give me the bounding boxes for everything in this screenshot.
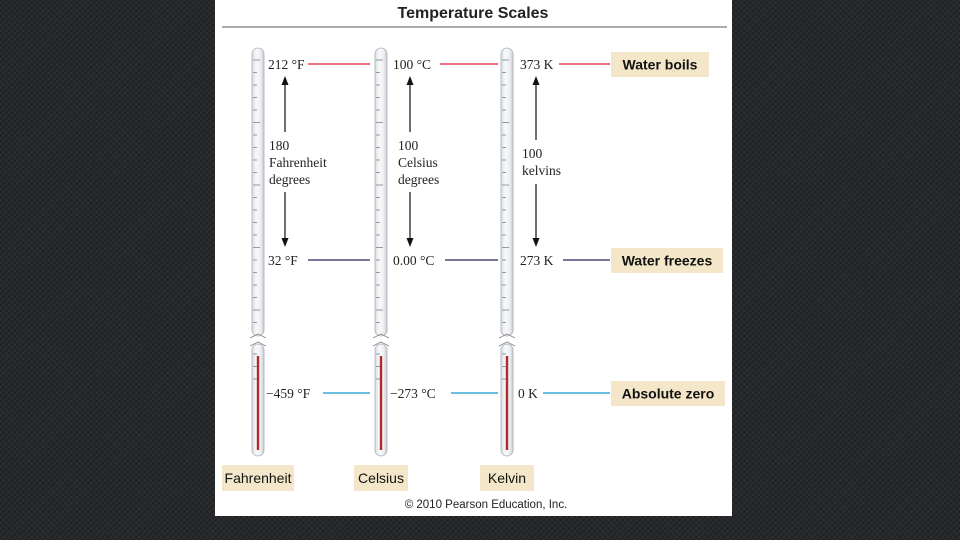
fahrenheit-interval-line2: Fahrenheit <box>269 155 327 170</box>
copyright-credit: © 2010 Pearson Education, Inc. <box>405 499 568 511</box>
fahrenheit-mercury <box>257 356 259 450</box>
celsius-interval-line2: Celsius <box>398 155 438 170</box>
fahrenheit-zero-value: −459 °F <box>266 386 311 401</box>
kelvin-arrowhead-down <box>533 238 540 247</box>
kelvin-freezes-value: 273 K <box>520 253 554 268</box>
kelvin-interval-line2: kelvins <box>522 163 561 178</box>
celsius-freezes-value: 0.00 °C <box>393 253 434 268</box>
celsius-interval-line3: degrees <box>398 172 439 187</box>
page-title: Temperature Scales <box>398 5 549 22</box>
kelvin-thermometer <box>499 48 515 456</box>
point-tags: Water boils Water freezes Absolute zero <box>611 52 725 406</box>
fahrenheit-tube-upper <box>252 48 264 336</box>
kelvin-boils-value: 373 K <box>520 57 554 72</box>
kelvin-label: Kelvin <box>488 470 526 486</box>
temperature-scales-figure: Temperature Scales 212 °F 100 °C 373 K 3… <box>215 0 732 516</box>
celsius-interval-line1: 100 <box>398 138 419 153</box>
celsius-thermometer <box>373 48 389 456</box>
reference-lines <box>308 64 610 393</box>
celsius-arrowhead-up <box>407 76 414 85</box>
celsius-mercury <box>380 356 382 450</box>
kelvin-mercury <box>506 356 508 450</box>
absolute-zero-tag: Absolute zero <box>622 386 715 402</box>
water-freezes-tag: Water freezes <box>622 253 713 269</box>
fahrenheit-arrowhead-down <box>282 238 289 247</box>
celsius-zero-value: −273 °C <box>390 386 436 401</box>
fahrenheit-interval-line3: degrees <box>269 172 310 187</box>
fahrenheit-thermometer <box>250 48 266 456</box>
kelvin-tube-upper <box>501 48 513 336</box>
figure-slide: Temperature Scales 212 °F 100 °C 373 K 3… <box>215 0 732 516</box>
fahrenheit-interval-line1: 180 <box>269 138 290 153</box>
fahrenheit-freezes-value: 32 °F <box>268 253 298 268</box>
interval-labels: 180 Fahrenheit degrees 100 Celsius degre… <box>269 138 561 187</box>
kelvin-zero-value: 0 K <box>518 386 538 401</box>
fahrenheit-boils-value: 212 °F <box>268 57 305 72</box>
scale-name-labels: Fahrenheit Celsius Kelvin <box>222 465 534 491</box>
fahrenheit-label: Fahrenheit <box>225 470 292 486</box>
celsius-boils-value: 100 °C <box>393 57 431 72</box>
kelvin-interval-line1: 100 <box>522 146 543 161</box>
water-boils-tag: Water boils <box>623 57 698 73</box>
celsius-label: Celsius <box>358 470 404 486</box>
celsius-arrowhead-down <box>407 238 414 247</box>
kelvin-arrowhead-up <box>533 76 540 85</box>
fahrenheit-arrowhead-up <box>282 76 289 85</box>
celsius-tube-upper <box>375 48 387 336</box>
